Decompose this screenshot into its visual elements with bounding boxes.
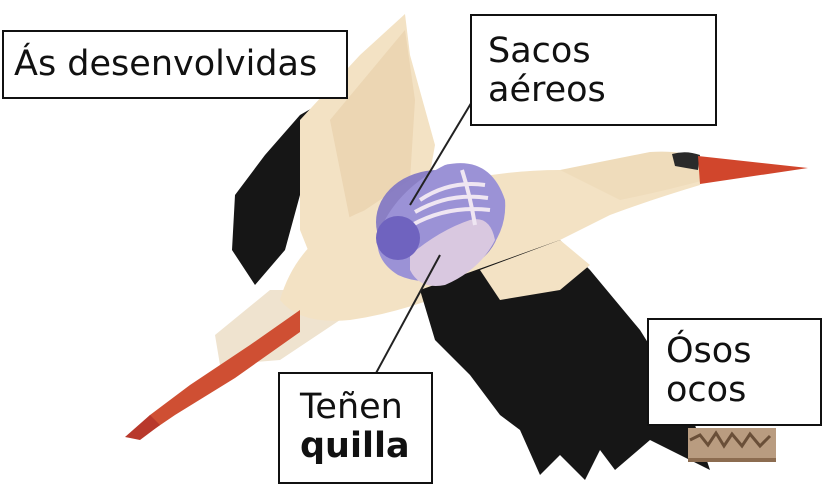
label-hollow-bones-line1: Ósos [666, 331, 752, 371]
label-air-sacs: Sacos aéreos [470, 14, 717, 126]
label-wings: Ás desenvolvidas [2, 30, 348, 99]
label-hollow-bones-line2: ocos [666, 370, 747, 411]
lower-wing-cream [480, 240, 590, 300]
stork-eye-patch [672, 152, 700, 170]
label-air-sacs-line2: aéreos [488, 70, 606, 111]
pointer-line-air-sacs [409, 94, 477, 206]
label-keel-line1: Teñen [300, 387, 403, 427]
label-keel: Teñen quilla [278, 372, 433, 484]
ribcage [411, 169, 491, 227]
stork-feet [125, 415, 160, 440]
air-sac-left [376, 216, 420, 260]
label-air-sacs-line1: Sacos [488, 31, 591, 71]
stork-legs [130, 310, 300, 438]
label-keel-line2: quilla [300, 426, 410, 467]
stork-neck [560, 151, 705, 200]
lower-wing-black [420, 240, 710, 480]
pointer-line-keel [374, 254, 441, 376]
upper-wing-shadow [330, 30, 415, 220]
label-wings-text: Ás desenvolvidas [14, 43, 318, 84]
stork-beak [698, 156, 808, 184]
hollow-bone-texture [689, 430, 772, 449]
hollow-bone-edge [688, 458, 776, 462]
label-hollow-bones: Ósos ocos [647, 318, 822, 426]
